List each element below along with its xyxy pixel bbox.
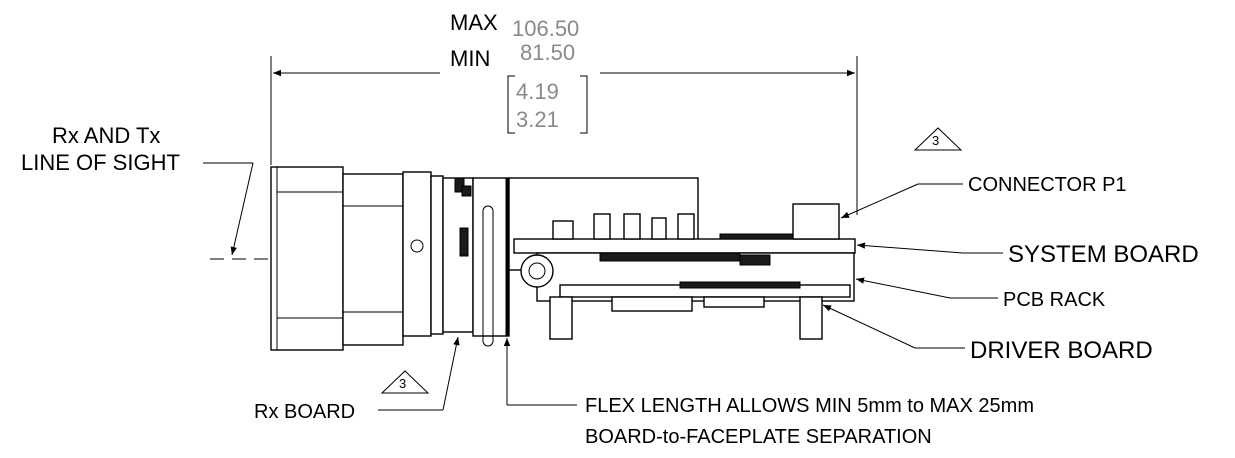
revision-flag-bottom: 3: [380, 370, 430, 394]
connector-p1: [792, 203, 840, 240]
connector-callout: CONNECTOR P1: [840, 174, 1127, 219]
revision-triangle-top: [913, 127, 963, 151]
los-leader-arrow: [230, 162, 254, 256]
revision-flag-top: 3: [913, 127, 963, 151]
system-component-strip: [719, 233, 801, 240]
standoff-left: [549, 296, 573, 340]
driver-component-2: [703, 296, 765, 308]
system-component-3: [623, 213, 641, 240]
min-value: 81.50: [520, 40, 575, 65]
lens-housing: [342, 173, 404, 346]
line-of-sight-label-1: Rx AND Tx: [52, 123, 160, 148]
lens-faceplate: [270, 166, 344, 351]
rx-board-callout: Rx BOARD: [254, 336, 460, 423]
rx-board-mount: [402, 171, 432, 337]
connector-label: CONNECTOR P1: [968, 174, 1127, 196]
max-value: 106.50: [512, 16, 579, 41]
connector-leader-arrow: [840, 183, 919, 219]
line-of-sight-callout: Rx AND Tx LINE OF SIGHT: [21, 123, 310, 260]
revision-number-bottom: 3: [399, 376, 406, 391]
pcb-rack-callout: PCB RACK: [855, 277, 1106, 311]
rack-component-block: [739, 254, 771, 266]
flex-callout: FLEX LENGTH ALLOWS MIN 5mm to MAX 25mm B…: [503, 338, 1034, 448]
rx-board-component-mid: [459, 227, 469, 257]
system-board-callout: SYSTEM BOARD: [856, 241, 1199, 268]
driver-component-strip: [679, 281, 801, 289]
driver-board-callout: DRIVER BOARD: [822, 304, 1153, 364]
rack-pivot-inner: [528, 262, 546, 280]
rx-board: [442, 177, 474, 333]
pcb-rack-leader-arrow: [855, 277, 951, 299]
rx-board-component-small: [461, 185, 472, 197]
rx-board-label: Rx BOARD: [254, 401, 355, 423]
system-component-2: [593, 213, 611, 240]
rx-board-leader-arrow: [442, 336, 460, 411]
flex-cable-loop: [482, 205, 494, 347]
min-label: MIN: [450, 46, 490, 71]
revision-number-top: 3: [932, 133, 939, 148]
standoff-right: [799, 296, 823, 340]
inch-min-value: 3.21: [516, 107, 559, 132]
driver-board-leader-arrow: [822, 304, 916, 349]
system-board-leader-arrow: [856, 242, 964, 254]
driver-component-1: [611, 296, 693, 312]
flex-label-line-2: BOARD-to-FACEPLATE SEPARATION: [585, 426, 932, 448]
rx-board-plate: [430, 175, 444, 335]
system-board-pcb: [513, 238, 856, 254]
rack-component-strip: [599, 252, 741, 262]
system-component-5: [677, 213, 695, 240]
revision-triangle-bottom: [380, 370, 430, 394]
system-board-label: SYSTEM BOARD: [1008, 241, 1199, 268]
inch-bracket-left: [507, 75, 515, 134]
pcb-rack-label: PCB RACK: [1003, 289, 1106, 311]
inch-max-value: 4.19: [516, 79, 559, 104]
line-of-sight-label-2: LINE OF SIGHT: [21, 150, 180, 175]
overall-dimension: MAX 106.50 MIN 81.50 4.19 3.21: [270, 10, 858, 215]
system-component-1: [552, 220, 574, 240]
max-label: MAX: [450, 10, 498, 35]
driver-board-label: DRIVER BOARD: [970, 337, 1153, 364]
sensor-assembly: [270, 166, 856, 351]
inch-bracket-right: [580, 75, 588, 134]
rx-mount-screw: [410, 239, 424, 253]
system-component-4: [651, 217, 667, 240]
flex-label-line-1: FLEX LENGTH ALLOWS MIN 5mm to MAX 25mm: [585, 395, 1034, 417]
rack-pivot-outer: [520, 254, 554, 288]
flex-housing: [472, 177, 510, 337]
rx-board-component-top: [454, 177, 465, 193]
